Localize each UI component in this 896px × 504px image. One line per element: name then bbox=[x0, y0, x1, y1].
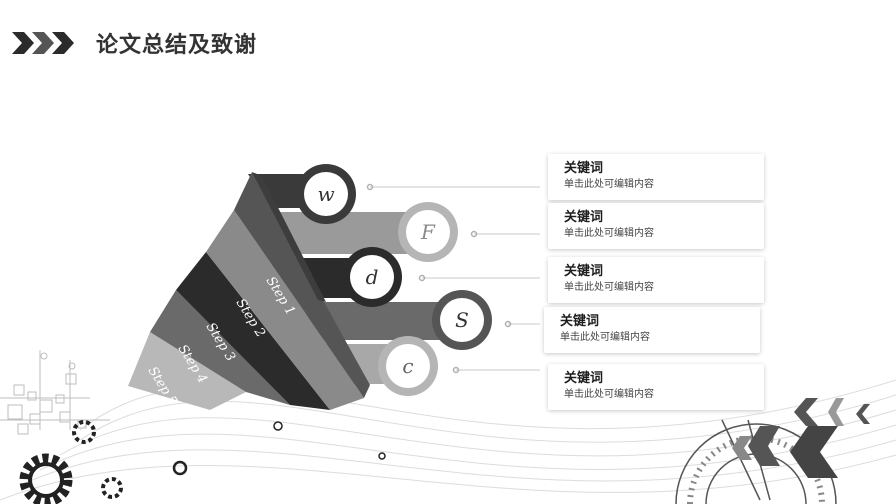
keyword-card[interactable]: 关键词 单击此处可编辑内容 bbox=[548, 203, 764, 249]
keyword-card[interactable]: 关键词 单击此处可编辑内容 bbox=[544, 307, 760, 353]
letter-circles bbox=[296, 164, 492, 396]
connector-lines bbox=[370, 186, 540, 371]
keyword-card[interactable]: 关键词 单击此处可编辑内容 bbox=[548, 257, 764, 303]
card-title: 关键词 bbox=[560, 314, 600, 329]
card-title: 关键词 bbox=[564, 371, 604, 386]
connector-dots bbox=[366, 183, 512, 374]
card-subtitle: 单击此处可编辑内容 bbox=[564, 389, 654, 400]
card-subtitle: 单击此处可编辑内容 bbox=[564, 282, 654, 293]
chevron-arrows-icon bbox=[732, 398, 870, 478]
triple-chevron-right-icon bbox=[12, 26, 84, 60]
letter-texts: w F d S c bbox=[317, 182, 468, 378]
keyword-card[interactable]: 关键词 单击此处可编辑内容 bbox=[548, 154, 764, 200]
step-letter: S bbox=[455, 308, 469, 332]
gear-icon bbox=[19, 420, 386, 504]
step-letter: w bbox=[317, 182, 334, 206]
step-letter: c bbox=[402, 354, 413, 378]
header: 论文总结及致谢 bbox=[12, 26, 257, 60]
card-subtitle: 单击此处可编辑内容 bbox=[560, 332, 650, 343]
keyword-card[interactable]: 关键词 单击此处可编辑内容 bbox=[548, 364, 764, 410]
background-waves bbox=[0, 379, 896, 501]
card-title: 关键词 bbox=[564, 161, 604, 176]
funnel-strips bbox=[128, 172, 370, 410]
step-letter: F bbox=[420, 220, 436, 244]
card-subtitle: 单击此处可编辑内容 bbox=[564, 179, 654, 190]
circuit-pattern bbox=[0, 350, 110, 435]
card-subtitle: 单击此处可编辑内容 bbox=[564, 228, 654, 239]
card-title: 关键词 bbox=[564, 210, 604, 225]
page-title: 论文总结及致谢 bbox=[96, 33, 258, 58]
card-title: 关键词 bbox=[564, 264, 604, 279]
step-letter: d bbox=[366, 265, 379, 289]
